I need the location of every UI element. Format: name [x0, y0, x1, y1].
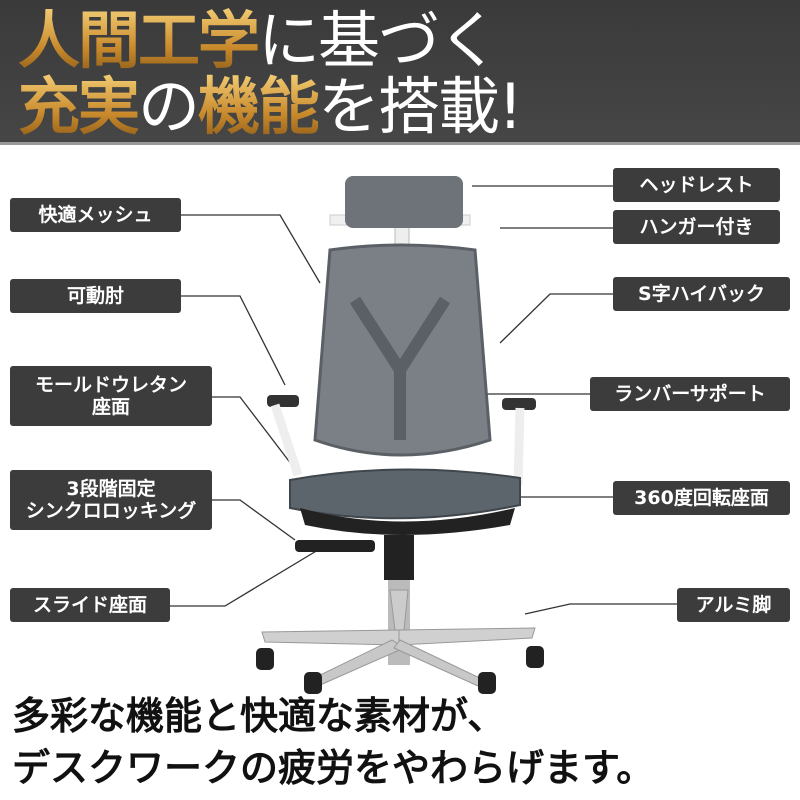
footer-copy: 多彩な機能と快適な素材が、 デスクワークの疲労をやわらげます。 — [12, 690, 654, 794]
label-slide-seat: スライド座面 — [10, 588, 170, 622]
headline-white-text: を搭載! — [318, 70, 523, 143]
aluminum-base — [256, 535, 544, 694]
label-line: シンクロロッキング — [25, 500, 197, 522]
footer-line-2: デスクワークの疲労をやわらげます。 — [12, 746, 655, 790]
header-banner: 人間工学に基づく 充実の機能を搭載! — [0, 0, 800, 145]
headline-white-text: に基づく — [258, 4, 500, 77]
label-line: 3段階固定 — [66, 478, 156, 500]
seat — [289, 468, 521, 535]
headline-gold-text: 人間工学 — [18, 4, 260, 77]
label-line: 座面 — [91, 396, 130, 418]
label-molded-seat: モールドウレタン座面 — [10, 366, 212, 426]
headline-line-1: 人間工学に基づく — [18, 8, 500, 74]
label-swivel: 360度回転座面 — [613, 481, 790, 515]
label-locking: 3段階固定シンクロロッキング — [10, 470, 212, 530]
headline-gold-text: 充実 — [18, 70, 140, 143]
armrests — [267, 395, 536, 486]
label-armrest: 可動肘 — [10, 279, 181, 313]
label-aluminum-base: アルミ脚 — [677, 588, 790, 622]
label-headrest: ヘッドレスト — [613, 168, 780, 202]
backrest — [313, 176, 492, 457]
label-hanger: ハンガー付き — [613, 210, 780, 244]
label-mesh: 快適メッシュ — [10, 198, 181, 232]
connector-lines — [170, 185, 677, 615]
label-lumbar: ランバーサポート — [590, 377, 790, 411]
label-s-back: S字ハイバック — [613, 277, 790, 311]
label-line: モールドウレタン — [34, 374, 187, 396]
headline-line-2: 充実の機能を搭載! — [18, 74, 523, 140]
headline-gold-text: 機能 — [198, 70, 320, 143]
footer-line-1: 多彩な機能と快適な素材が、 — [12, 694, 506, 738]
headline-white-text: の — [138, 70, 200, 143]
